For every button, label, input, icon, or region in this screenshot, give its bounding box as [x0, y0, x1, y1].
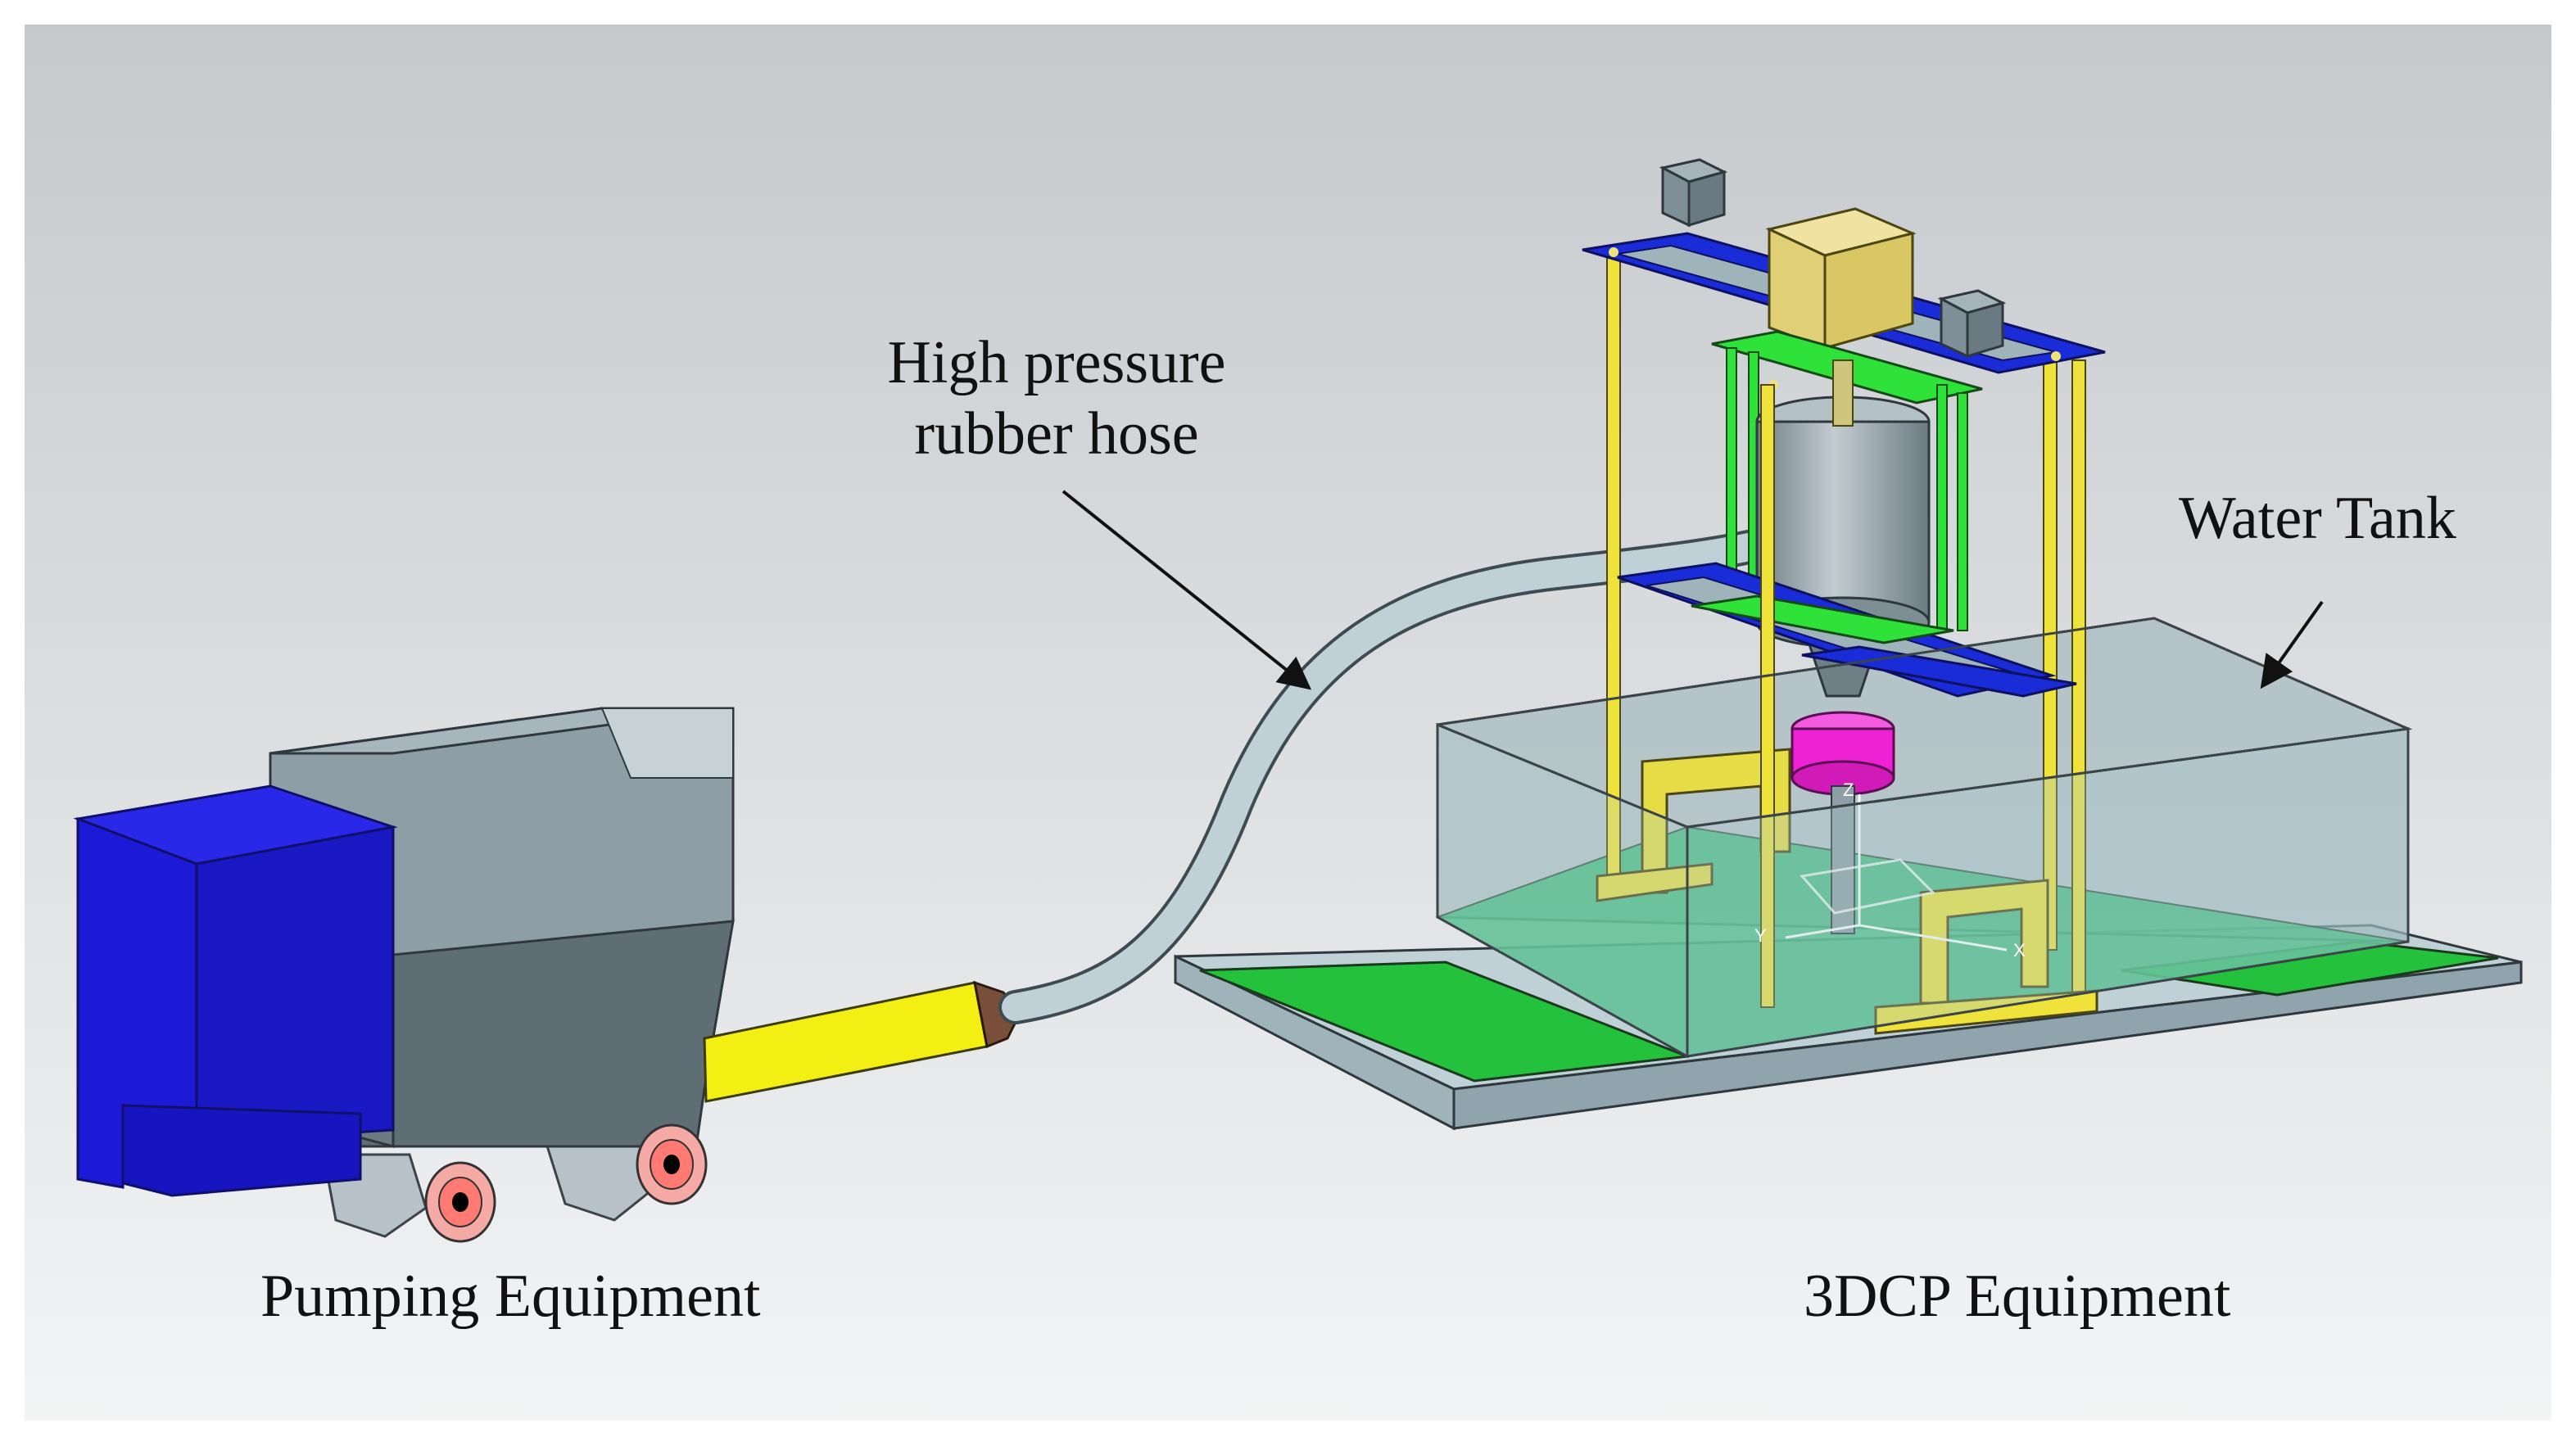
water-tank-label: Water Tank	[2179, 485, 2456, 552]
hose-pointer-arrow	[1062, 490, 1312, 690]
pipe-nozzle-cone	[973, 980, 1021, 1049]
cylinder-feed-pipe	[1832, 359, 1854, 427]
green-lower-plate	[1691, 594, 1954, 644]
guide-rod-3	[1936, 384, 1948, 631]
bolt-1	[1609, 247, 1618, 257]
stepper-motor-left	[1659, 158, 1728, 228]
hopper-box-side	[1823, 232, 1914, 350]
hose-highlight	[1002, 533, 1763, 1021]
axis-label-z: Z	[1843, 780, 1854, 800]
3dcp-equipment-label: 3DCP Equipment	[1804, 1263, 2231, 1330]
3dcp-equipment	[1174, 158, 2523, 1131]
wheel-right	[636, 1123, 708, 1205]
tank-rim	[1437, 617, 2413, 829]
hose-label-line2: rubber hose	[914, 400, 1199, 468]
axis-label-x: X	[2013, 940, 2026, 961]
hose-label-line1: High pressure	[887, 329, 1226, 396]
axis-label-y: Y	[1754, 925, 1767, 946]
tank-pointer-arrow	[2260, 600, 2324, 689]
pumping-equipment-label: Pumping Equipment	[260, 1263, 761, 1330]
guide-rod-4	[1957, 392, 1968, 631]
hopper-inner-wall	[600, 707, 734, 779]
bracket-back-foot	[1596, 862, 1714, 902]
bracket-front-foot	[1874, 989, 2098, 1035]
hopper-lower	[359, 920, 735, 1148]
base-plate-side	[1174, 954, 1456, 1131]
stepper-motor-right	[1937, 289, 2007, 359]
motor-side-face	[195, 825, 395, 1144]
guide-rod-1	[1726, 347, 1737, 603]
hose-label: High pressure rubber hose	[819, 328, 1294, 471]
pumping-equipment	[73, 707, 1021, 1243]
coordinate-axes	[1785, 794, 2008, 952]
frame-leg-front-left	[1760, 384, 1775, 1008]
bolt-3	[2051, 351, 2061, 361]
motor-base	[121, 1104, 362, 1197]
wheel-left	[424, 1161, 496, 1243]
